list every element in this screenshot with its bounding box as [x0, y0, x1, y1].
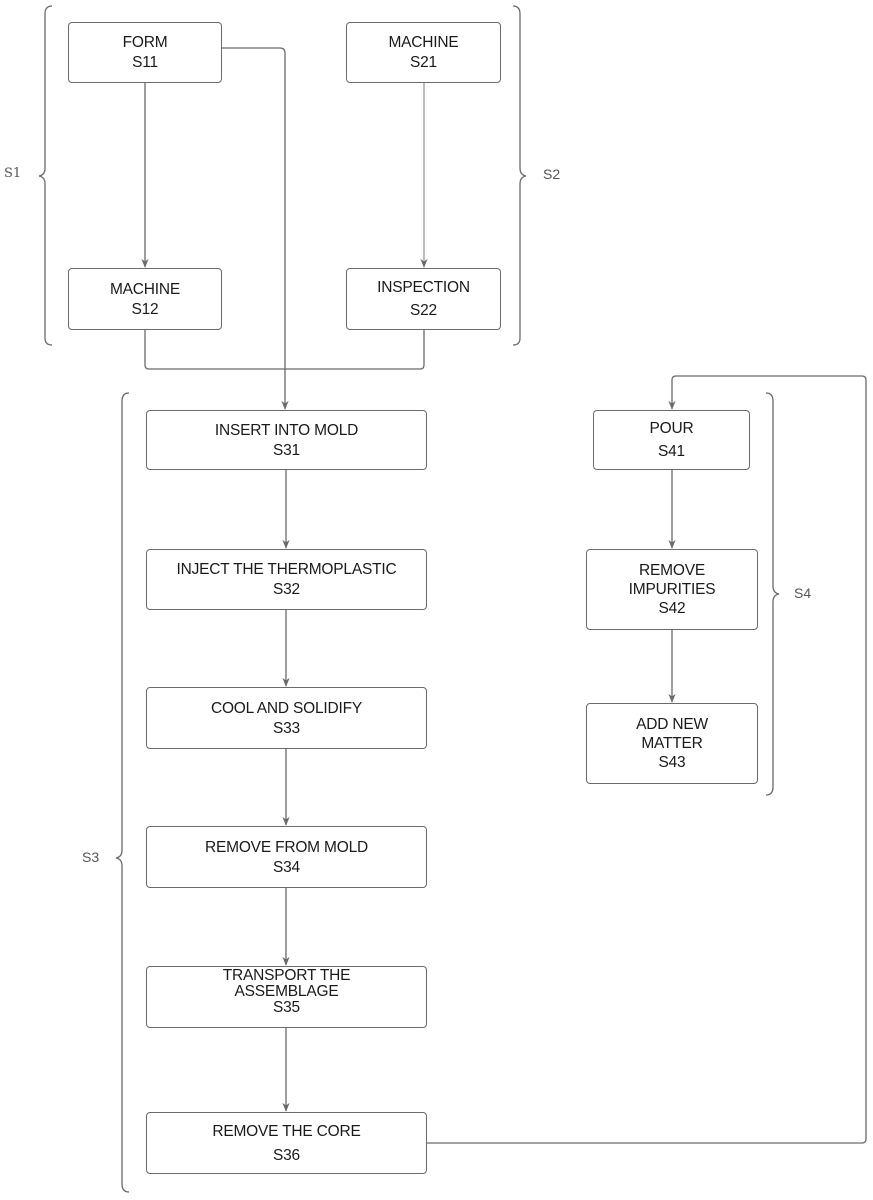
- step-s31: INSERT INTO MOLD S31: [146, 410, 427, 470]
- step-code: S43: [658, 754, 686, 771]
- step-s12: MACHINE S12: [68, 268, 222, 330]
- step-title-line-2: MATTER: [641, 735, 703, 752]
- step-code: S22: [410, 302, 437, 319]
- step-code: S34: [273, 858, 300, 876]
- step-code: S31: [273, 441, 300, 459]
- step-s32: INJECT THE THERMOPLASTIC S32: [146, 549, 427, 610]
- step-s36: REMOVE THE CORE S36: [146, 1112, 427, 1174]
- step-s41: POUR S41: [593, 410, 750, 470]
- step-code: S12: [131, 300, 159, 318]
- step-title: INSPECTION: [377, 279, 470, 296]
- step-s42: REMOVE IMPURITIES S42: [586, 549, 758, 630]
- group-label-s2: S2: [543, 166, 561, 182]
- brace-s2: [512, 5, 527, 346]
- step-s33: COOL AND SOLIDIFY S33: [146, 687, 427, 749]
- step-title: MACHINE: [109, 280, 181, 298]
- step-code: S41: [658, 443, 685, 460]
- step-title-line-1: TRANSPORT THE: [222, 967, 351, 984]
- brace-s3: [115, 392, 130, 1193]
- step-title-line-1: ADD NEW: [636, 716, 708, 733]
- brace-s4: [765, 392, 780, 796]
- edge-s11-s31: [222, 47, 289, 410]
- step-code: S42: [658, 600, 686, 617]
- edge-s36-s41: [427, 375, 867, 1144]
- step-title-line-2: ASSEMBLAGE: [234, 983, 339, 1000]
- step-code: S35: [273, 999, 300, 1016]
- brace-s1: [38, 5, 53, 346]
- step-title: POUR: [649, 420, 694, 437]
- step-s35: TRANSPORT THE ASSEMBLAGE S35: [146, 966, 427, 1028]
- step-s22: INSPECTION S22: [346, 268, 501, 330]
- step-title: INSERT INTO MOLD: [214, 421, 359, 439]
- step-s11: FORM S11: [68, 22, 222, 83]
- step-title: MACHINE: [388, 34, 459, 51]
- step-title-line-2: IMPURITIES: [628, 581, 716, 598]
- step-title-line-1: REMOVE: [639, 562, 705, 579]
- group-label-s1: S1: [4, 166, 22, 181]
- group-label-s3: S3: [82, 849, 100, 865]
- step-title: REMOVE FROM MOLD: [204, 838, 368, 856]
- step-s43: ADD NEW MATTER S43: [586, 703, 758, 784]
- step-code: S11: [132, 54, 158, 71]
- step-code: S36: [273, 1146, 300, 1164]
- step-code: S33: [273, 719, 300, 737]
- step-title: COOL AND SOLIDIFY: [210, 699, 363, 717]
- step-code: S21: [410, 54, 437, 71]
- step-code: S32: [273, 581, 300, 598]
- step-title: INJECT THE THERMOPLASTIC: [176, 561, 397, 578]
- group-label-s4: S4: [794, 585, 812, 601]
- step-s21: MACHINE S21: [346, 22, 501, 83]
- step-title: FORM: [122, 34, 168, 51]
- step-title: REMOVE THE CORE: [212, 1122, 361, 1140]
- step-s34: REMOVE FROM MOLD S34: [146, 826, 427, 888]
